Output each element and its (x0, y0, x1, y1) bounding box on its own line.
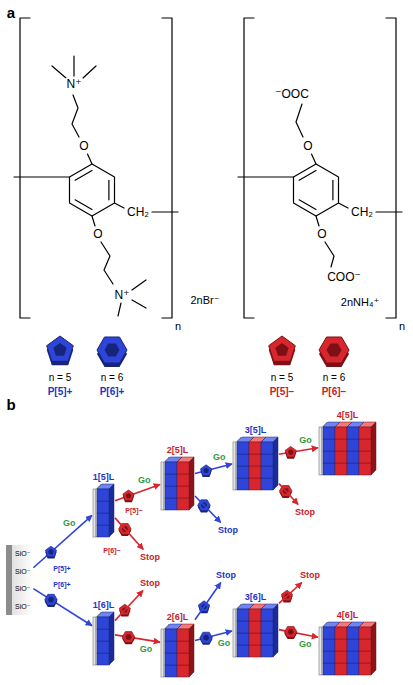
layer-label: 2[5]L (160, 445, 195, 456)
hexagon-icon (97, 337, 127, 367)
step-arrow (33, 589, 92, 626)
ring-size: n = 5 (270, 373, 295, 383)
cube-stack (160, 456, 195, 511)
atom-label: O (316, 228, 327, 240)
layer-stack: 2[5]L (160, 445, 195, 511)
atom-label: O (78, 140, 89, 152)
go-label: Go (212, 453, 227, 462)
step-icons (45, 446, 297, 644)
pillarene-name: P[5]− (269, 387, 296, 397)
pillarene-name: P[5]+ (52, 565, 71, 572)
go-label: Go (137, 476, 152, 485)
hexagon-icon (200, 632, 213, 645)
ring-size: n = 5 (48, 373, 73, 383)
layer-stack: 2[6]L (160, 612, 195, 678)
pillarene-name: P[6]− (102, 547, 121, 554)
pentagon-icon (269, 336, 296, 365)
substrate-plate: SiO⁻ SiO⁻ SiO⁻ SiO⁻ (6, 545, 33, 615)
layer-label: 1[6]L (92, 600, 115, 611)
pillarene-name: P[5]− (124, 507, 143, 514)
layer-label: 1[5]L (92, 472, 115, 483)
pillarene-name: P[5]+ (47, 387, 74, 397)
atom-label: O (92, 228, 103, 240)
atom-label: COO⁻ (326, 271, 362, 283)
step-arrow (279, 448, 318, 454)
layer-label: 4[5]L (318, 410, 377, 421)
repeat-count: n (174, 321, 182, 332)
monomer-structure (238, 18, 402, 318)
go-label: Go (298, 436, 313, 445)
connectors (33, 448, 318, 642)
go-label: Go (298, 640, 313, 649)
hexagon-icon (319, 337, 349, 367)
layer-stack: 4[5]L (318, 410, 377, 476)
atom-label: O (302, 140, 313, 152)
pillarene-name: P[6]+ (99, 387, 126, 397)
stop-arrow (115, 518, 143, 550)
hexagon-icon (45, 594, 58, 607)
layer-label: 4[6]L (318, 610, 377, 621)
surface-group: SiO⁻ (15, 585, 30, 592)
pentagon-icon (123, 490, 134, 502)
stop-label: Stop (139, 579, 161, 588)
layer-stack: 3[6]L (232, 592, 279, 658)
cube-stack (92, 483, 115, 538)
cube-stack (92, 611, 115, 666)
atom-label: N⁺ (114, 289, 131, 301)
pentagon-icon (47, 336, 74, 365)
cube-stack (232, 603, 279, 658)
monomer-structure (14, 18, 178, 318)
panel-letter: b (5, 397, 16, 412)
pillarene-name: P[6]− (321, 387, 348, 397)
layer-label: 2[6]L (160, 612, 195, 623)
cube-stack (232, 436, 279, 491)
hexagon-icon (122, 632, 135, 645)
go-label: Go (217, 638, 232, 647)
atom-label: CH₂ (350, 206, 374, 218)
step-arrow (33, 515, 92, 567)
pentagon-icon (45, 546, 56, 558)
surface-group: SiO⁻ (15, 603, 30, 610)
stop-label: Stop (299, 571, 321, 580)
cube-stack (318, 421, 377, 476)
repeat-count: n (398, 321, 406, 332)
stop-arrow (115, 591, 143, 621)
layer-label: 3[5]L (232, 425, 279, 436)
atom-label: CH₂ (126, 206, 150, 218)
stop-arrow (279, 583, 302, 604)
atom-label: ⁻OOC (274, 88, 310, 100)
cube-stack (160, 623, 195, 678)
pentagon-icon (285, 446, 296, 458)
stop-label: Stop (294, 508, 316, 517)
step-arrow (115, 635, 160, 642)
layer-stack: 4[6]L (318, 610, 377, 676)
go-label: Go (62, 518, 77, 527)
counter-ion: 2nBr⁻ (189, 295, 220, 306)
stop-arrow (279, 484, 298, 505)
go-label: Go (139, 645, 154, 654)
atom-label: N⁺ (66, 78, 83, 90)
counter-ion: 2nNH₄⁺ (340, 297, 380, 308)
ring-size: n = 6 (100, 373, 125, 383)
pillarene-name: P[6]+ (52, 581, 71, 588)
layer-stack: 1[6]L (92, 600, 115, 666)
layer-stack: 3[5]L (232, 425, 279, 491)
stop-label: Stop (217, 526, 239, 535)
layer-stack: 1[5]L (92, 472, 115, 538)
stop-arrow (195, 496, 221, 522)
stop-label: Stop (215, 571, 237, 580)
stop-arrow (195, 583, 221, 620)
surface-group: SiO⁻ (15, 550, 30, 557)
hexagon-icon (284, 626, 297, 639)
pentagon-icon (201, 465, 212, 477)
cube-stack (318, 621, 377, 676)
panel-letter: a (6, 5, 16, 20)
stop-arrows (115, 484, 302, 621)
stop-label: Stop (139, 553, 161, 562)
ring-size: n = 6 (322, 373, 347, 383)
layer-label: 3[6]L (232, 592, 279, 603)
surface-group: SiO⁻ (15, 568, 30, 575)
step-arrow (115, 484, 160, 500)
